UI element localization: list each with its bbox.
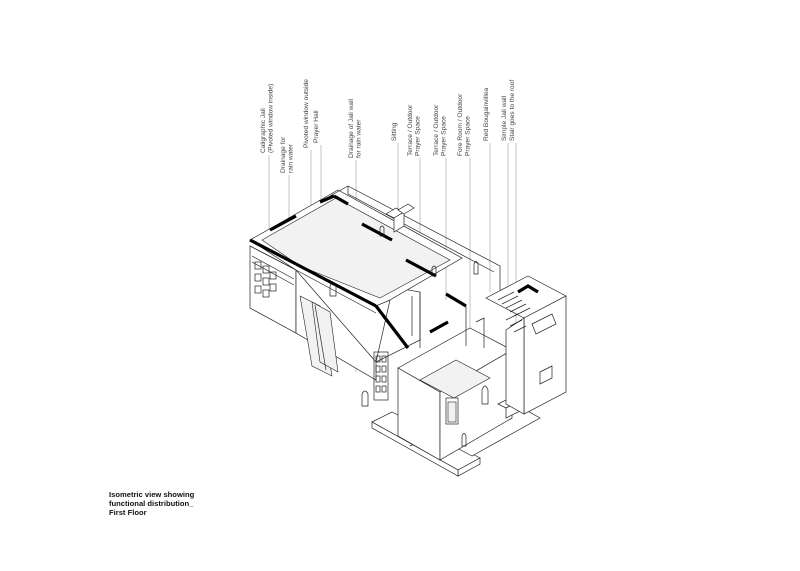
annotation-label-11-line-1: Simple Jali wall [501, 95, 508, 141]
annotation-label-10-line-1: Red Bougainvillea [483, 88, 490, 141]
annotation-label-2-line-2: rain water [288, 143, 295, 173]
annotation-label-8-line-2: Prayer Space [441, 116, 448, 156]
annotation-label-6-line-1: Sitting [391, 122, 398, 141]
annotation-labels: Caligraphic Jali(Pivoted window inside) D… [260, 79, 516, 173]
annotation-label-7-line-1: Terrace / Outdoor [407, 104, 414, 156]
caption-line-1: Isometric view showing [109, 490, 195, 499]
annotation-label-12-line-1: Stair goes to the roof [509, 80, 516, 141]
prayer-hall-block [249, 189, 463, 407]
pivoted-window-outside [299, 295, 339, 377]
annotation-label-9-line-1: Fore Room / Outdoor [457, 93, 464, 156]
annotation-label-7-line-2: Prayer Space [415, 116, 422, 156]
annotation-label-2-line-1: Drainage for [280, 136, 287, 173]
annotation-label-9-line-2: Prayer Space [465, 116, 472, 156]
terrace-sitting-area [329, 185, 501, 290]
fore-room-block [397, 327, 535, 461]
annotation-label-5-line-2: for rain water [356, 119, 363, 158]
annotation-label-5-line-1: Drainage of Jali wall [348, 98, 355, 158]
jali-panel-front [373, 351, 389, 401]
caption-line-3: First Floor [109, 508, 147, 517]
annotation-label-8-line-1: Terrace / Outdoor [433, 104, 440, 156]
annotation-label-3-line-1: Pivoted window outside [303, 79, 310, 148]
stair-block [485, 275, 567, 415]
jali-wall [411, 292, 485, 348]
calligraphic-jali-pattern [251, 255, 295, 298]
caption-line-2: functional distribution_ [109, 499, 194, 508]
annotation-label-1-line-1: Caligraphic Jali [260, 108, 267, 153]
stair-steps [497, 291, 531, 333]
annotation-label-1-line-2: (Pivoted window inside) [268, 84, 275, 153]
annotation-label-4-line-1: Prayer Hall [313, 110, 320, 143]
